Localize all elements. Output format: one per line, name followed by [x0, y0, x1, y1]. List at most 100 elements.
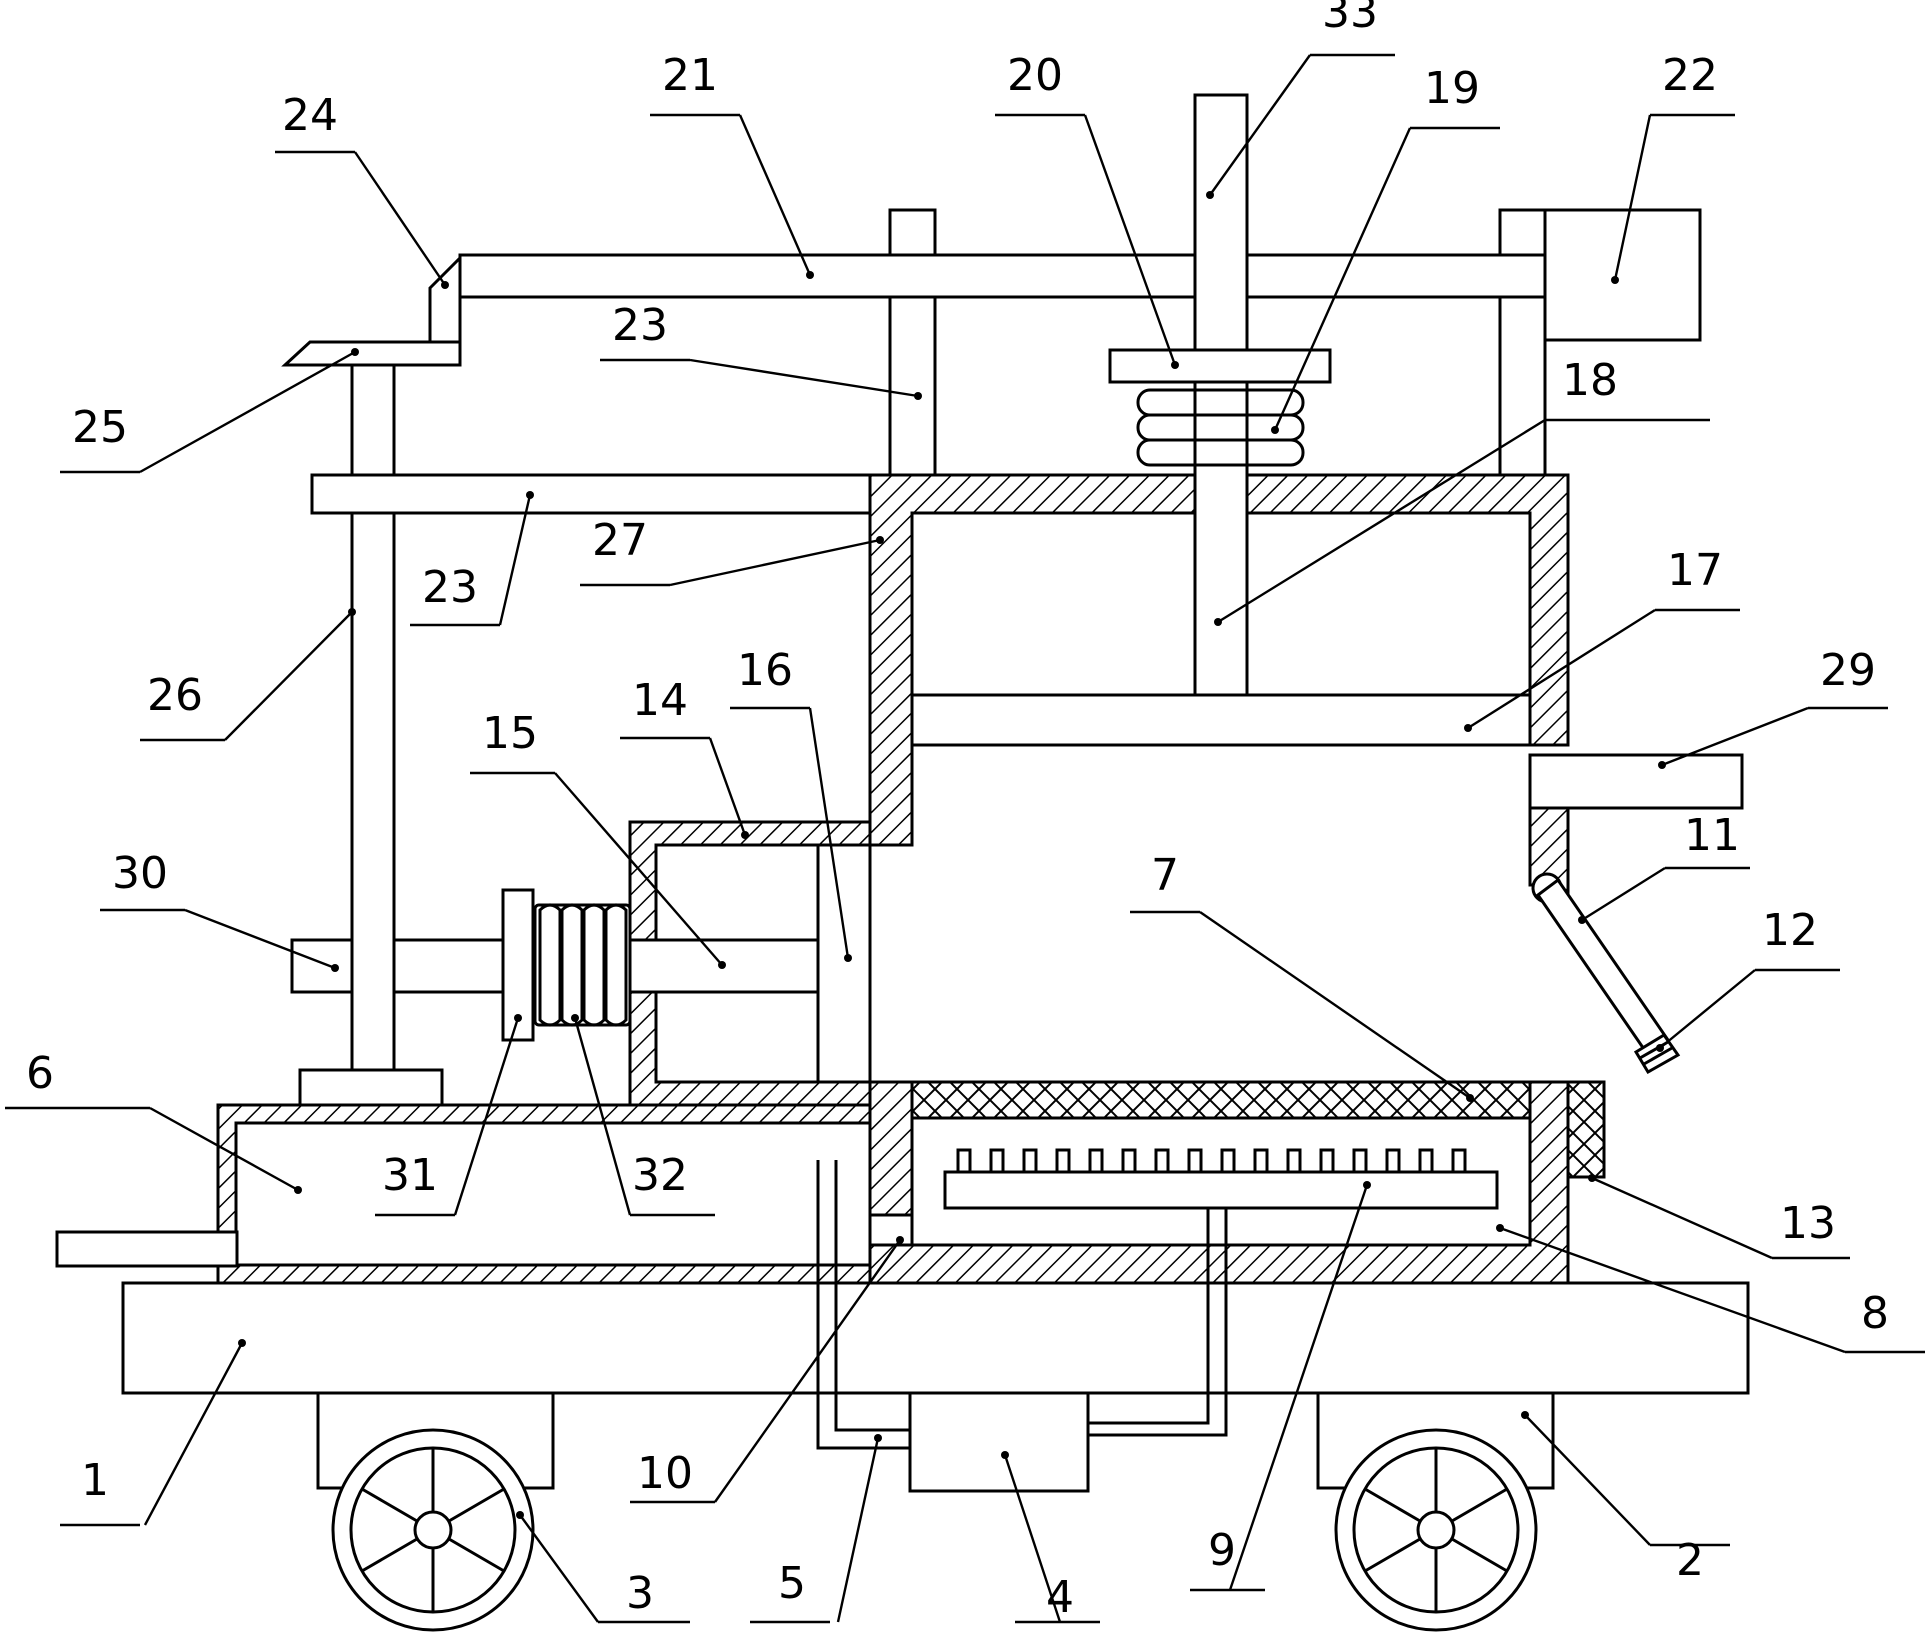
callout-leader-line: [554, 772, 723, 966]
callout-label-30: 30: [112, 848, 168, 899]
callout-dot: [741, 831, 749, 839]
left-box-wall: [216, 1103, 872, 1285]
callout-label-2: 2: [1676, 1535, 1704, 1586]
callout-leader-line: [808, 707, 850, 959]
callout-leader-line: [689, 358, 919, 398]
callout-dot: [896, 1236, 904, 1244]
rod-33: [1193, 93, 1249, 697]
callout-label-12: 12: [1762, 905, 1818, 956]
pipe-10: [868, 1213, 914, 1247]
callout-label-24: 24: [282, 90, 338, 141]
callout-17: [1464, 608, 1740, 732]
callout-dot: [1658, 761, 1666, 769]
left-box-outlet: [55, 1230, 239, 1268]
callout-leader-line: [1659, 969, 1756, 1049]
callout-dot: [1588, 1174, 1596, 1182]
spring-19: [1136, 388, 1305, 467]
motor-base: [298, 1068, 444, 1107]
callout-dot: [844, 954, 852, 962]
callout-leader-line: [1591, 1176, 1773, 1260]
callout-label-23b: 23: [422, 562, 478, 613]
callout-dot: [331, 964, 339, 972]
callout-leader-line: [519, 1514, 599, 1623]
callout-27: [580, 536, 884, 587]
callout-15: [470, 771, 726, 969]
callout-10: [630, 1236, 904, 1504]
callout-dot: [514, 1014, 522, 1022]
callout-label-25: 25: [72, 402, 128, 453]
callout-label-29: 29: [1820, 645, 1876, 696]
callout-leader-line: [224, 611, 353, 741]
callout-6: [5, 1106, 302, 1194]
callout-leader-line: [1003, 1454, 1062, 1623]
callout-1: [60, 1339, 246, 1527]
callout-label-10: 10: [637, 1448, 693, 1499]
callout-leader-line: [1217, 418, 1546, 624]
callout-dot: [1464, 724, 1472, 732]
callout-dot: [1578, 916, 1586, 924]
callout-16: [730, 706, 852, 962]
callout-label-17: 17: [1667, 545, 1723, 596]
callout-leader-line: [1613, 114, 1652, 281]
callout-label-11: 11: [1684, 810, 1740, 861]
suction-pipe-5-inner: [834, 1160, 910, 1432]
callout-4: [1001, 1451, 1100, 1624]
callout-29: [1658, 706, 1888, 769]
callout-label-13: 13: [1780, 1198, 1836, 1249]
callout-dot: [516, 1511, 524, 1519]
callout-23a: [600, 358, 922, 400]
callout-leader-line: [1661, 706, 1809, 767]
callout-label-14: 14: [632, 675, 688, 726]
callout-25: [60, 348, 359, 474]
callout-dot: [1521, 1411, 1529, 1419]
callout-leader-line: [708, 737, 747, 836]
callout-leader-line: [149, 1106, 299, 1192]
callout-label-9: 9: [1208, 1525, 1236, 1576]
callout-leader-line: [573, 1017, 632, 1216]
callout-dot: [294, 1186, 302, 1194]
callout-dot: [571, 1014, 579, 1022]
callout-dot: [238, 1339, 246, 1347]
callout-leader-line: [738, 114, 812, 276]
callout-label-8: 8: [1861, 1288, 1889, 1339]
callout-11: [1578, 866, 1750, 924]
wheel-right: [1334, 1428, 1538, 1632]
callout-30: [100, 908, 339, 972]
callout-dot: [874, 1434, 882, 1442]
cart-base: [121, 1281, 1750, 1395]
callout-label-23a: 23: [612, 300, 668, 351]
callout-dot: [351, 348, 359, 356]
callout-leader-line: [1581, 866, 1666, 922]
callout-leader-line: [184, 908, 336, 970]
callout-leader-line: [836, 1437, 880, 1623]
callout-8: [1496, 1224, 1925, 1354]
callout-leader-line: [1083, 114, 1177, 366]
callout-label-27: 27: [592, 515, 648, 566]
callout-leader-line: [139, 350, 356, 474]
callout-leader-line: [354, 151, 446, 286]
callout-5: [750, 1434, 882, 1624]
callout-dot: [718, 961, 726, 969]
spring-32: [533, 903, 632, 1027]
support-23-left: [888, 208, 937, 477]
callout-26: [140, 608, 356, 742]
callout-label-6: 6: [26, 1048, 54, 1099]
callout-21: [650, 113, 814, 279]
callout-19: [1271, 126, 1500, 434]
wheel-left: [331, 1428, 535, 1632]
callout-leader-line: [1199, 911, 1471, 1099]
upper-chamber-wall: [868, 473, 1570, 847]
callout-leader-line: [453, 1017, 520, 1216]
callout-label-19: 19: [1424, 63, 1480, 114]
callout-7: [1130, 910, 1474, 1102]
callout-dot: [526, 491, 534, 499]
callout-20: [995, 113, 1179, 369]
pump-box: [908, 1391, 1090, 1493]
callout-leader-line: [1499, 1226, 1846, 1354]
bevel-gear-25: [281, 340, 462, 367]
callout-dot: [1001, 1451, 1009, 1459]
callout-label-4: 4: [1046, 1572, 1074, 1623]
beam-21: [458, 253, 1547, 299]
